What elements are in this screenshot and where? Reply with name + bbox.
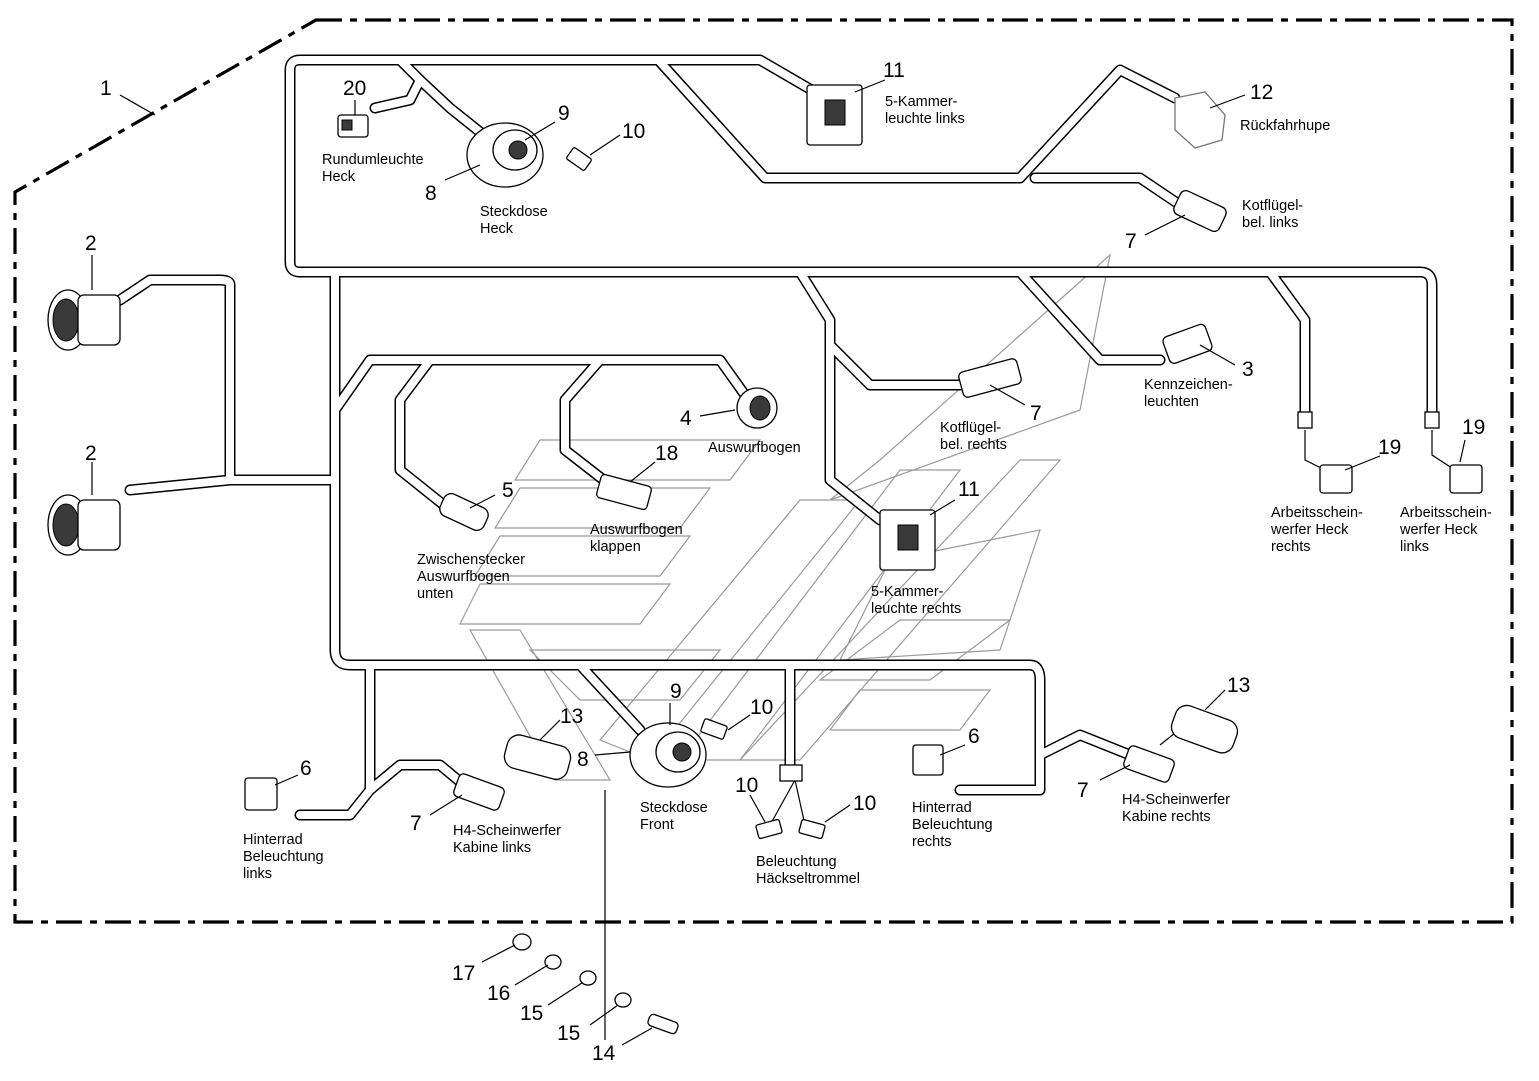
connector-13-rechts — [1170, 704, 1239, 754]
connector-10-heck — [566, 147, 592, 171]
part-number: 1 — [100, 77, 112, 100]
label-kotfluegel-rechts: Kotflügel-bel. rechts — [940, 420, 1007, 453]
connector-19-rechts — [1297, 411, 1353, 494]
part-number: 11 — [883, 59, 905, 82]
part-number: 8 — [425, 182, 437, 205]
part-number: 2 — [85, 442, 97, 465]
label-auswurfbogen: Auswurfbogen — [708, 440, 801, 456]
part-number: 12 — [1250, 81, 1273, 104]
connector-19-links — [1424, 411, 1483, 494]
connector-10-front — [700, 718, 728, 740]
part-number: 18 — [655, 442, 678, 465]
label-kotfluegel-links: Kotflügel-bel. links — [1242, 198, 1303, 231]
part-number: 19 — [1378, 436, 1401, 459]
label-kennzeichen: Kennzeichen-leuchten — [1144, 377, 1233, 410]
part-number: 7 — [1030, 402, 1042, 425]
part-number: 10 — [853, 792, 876, 815]
part-number: 2 — [85, 232, 97, 255]
part-number: 20 — [343, 77, 366, 100]
part-number: 11 — [958, 478, 980, 501]
wire-harness — [114, 54, 1456, 1040]
connector-round-2a — [47, 289, 121, 351]
part-number: 3 — [1242, 358, 1254, 381]
part-number: 17 — [452, 962, 475, 985]
part-number: 8 — [577, 748, 589, 771]
connector-20 — [337, 114, 369, 138]
connector-10-haecksel — [755, 764, 826, 840]
watermark — [459, 253, 1111, 781]
leader-lines — [91, 79, 1466, 1046]
part-number: 13 — [560, 705, 583, 728]
part-number: 9 — [670, 680, 682, 703]
label-kammer-rechts: 5-Kammer-leuchte rechts — [871, 584, 961, 617]
connector-7-kotfluegel-links — [1173, 189, 1227, 233]
connector-7-h4-rechts — [1123, 745, 1175, 783]
mounting-hardware — [512, 933, 679, 1035]
connector-round-2b — [47, 494, 121, 556]
part-numbers: 1 2 2 20 9 8 10 11 12 7 3 7 4 18 5 11 19… — [85, 59, 1485, 1065]
part-number: 7 — [1077, 779, 1089, 802]
label-rueckfahrhupe: Rückfahrhupe — [1240, 118, 1330, 134]
part-number: 19 — [1462, 416, 1485, 439]
part-number: 6 — [968, 725, 980, 748]
connector-5 — [439, 492, 489, 532]
part-number: 10 — [622, 120, 645, 143]
assembly-frame — [13, 18, 1514, 924]
socket-heck — [466, 122, 544, 188]
part-number: 4 — [680, 407, 692, 430]
connector-3-kennzeichen — [1162, 323, 1213, 364]
label-kammer-links: 5-Kammer-leuchte links — [885, 94, 965, 127]
connector-11-links — [806, 84, 863, 146]
part-number: 15 — [557, 1022, 580, 1045]
horn-12 — [1174, 91, 1226, 149]
part-number: 14 — [592, 1042, 616, 1065]
part-number: 7 — [1125, 230, 1137, 253]
connector-auswurfbogen — [736, 387, 778, 429]
part-number: 10 — [750, 696, 773, 719]
part-number: 15 — [520, 1002, 543, 1025]
connector-11-rechts — [879, 509, 936, 571]
connector-18 — [596, 473, 652, 511]
part-number: 6 — [300, 757, 312, 780]
connector-6-links — [244, 777, 278, 811]
part-number: 16 — [487, 982, 510, 1005]
part-number: 7 — [410, 812, 422, 835]
connector-6-rechts — [912, 744, 944, 776]
socket-front — [629, 722, 707, 788]
connector-13-links — [503, 734, 572, 780]
part-number: 5 — [502, 479, 514, 502]
part-number: 9 — [558, 102, 570, 125]
part-number: 13 — [1227, 674, 1250, 697]
connector-7-kotfluegel-rechts — [958, 358, 1022, 398]
connector-7-h4-links — [453, 773, 505, 811]
part-number: 10 — [735, 774, 758, 797]
